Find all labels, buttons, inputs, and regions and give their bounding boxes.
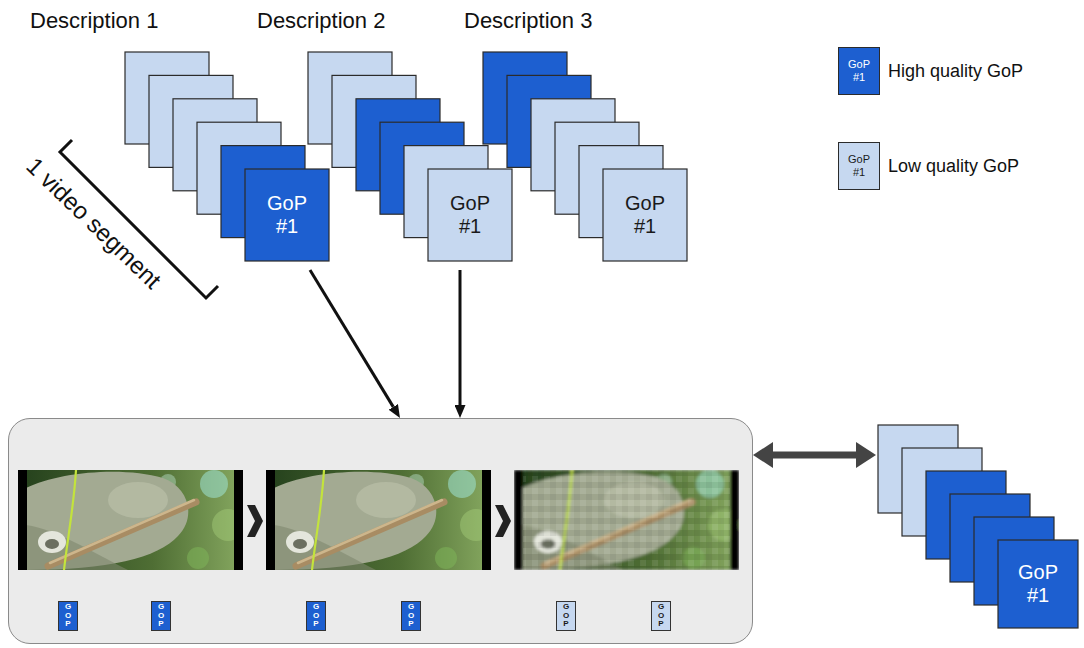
swatch-label: GoP #1	[845, 153, 873, 178]
segment-label: 1 video segment	[21, 152, 167, 294]
gop-chip-label: GOP	[657, 603, 665, 629]
gop-chip-label: GOP	[312, 603, 320, 629]
flow-arrow	[310, 270, 393, 407]
swatch-label: GoP #1	[845, 58, 873, 83]
gop-cards	[462, 8, 692, 270]
gop-chip: GOP	[556, 601, 576, 631]
gop-card	[998, 540, 1078, 628]
flow-arrow	[773, 452, 856, 459]
gop-chip: GOP	[306, 601, 326, 631]
gop-cards	[876, 423, 1080, 635]
gop-label: GoP #1	[447, 192, 493, 238]
received-stack: GoP #1	[876, 423, 1080, 635]
gop-chip: GOP	[58, 601, 78, 631]
legend-text: High quality GoP	[888, 61, 1023, 82]
gop-label: GoP #1	[622, 192, 668, 238]
description-stack: Description 3 GoP #1	[462, 8, 692, 270]
gop-chip: GOP	[401, 601, 421, 631]
gop-card	[428, 169, 512, 261]
description-heading: Description 3	[464, 8, 592, 34]
gop-label: GoP #1	[1015, 561, 1061, 607]
description-heading: Description 2	[257, 8, 385, 34]
gop-card	[603, 169, 687, 261]
gop-card	[245, 169, 329, 261]
player-panel: GOP GOP GOP GOP GOP GOP	[8, 418, 753, 644]
legend-swatch: GoP #1	[838, 47, 880, 95]
legend-text: Low quality GoP	[888, 156, 1019, 177]
gop-label: GoP #1	[264, 192, 310, 238]
legend-swatch: GoP #1	[838, 142, 880, 190]
gop-chip: GOP	[651, 601, 671, 631]
gop-chip-label: GOP	[407, 603, 415, 629]
flow-arrow	[459, 270, 462, 405]
description-heading: Description 1	[30, 8, 158, 34]
gop-chip: GOP	[151, 601, 171, 631]
description-stack: Description 1 GoP #1	[28, 8, 333, 270]
gop-chip-label: GOP	[562, 603, 570, 629]
gop-chip-label: GOP	[64, 603, 72, 629]
gop-chip-label: GOP	[157, 603, 165, 629]
